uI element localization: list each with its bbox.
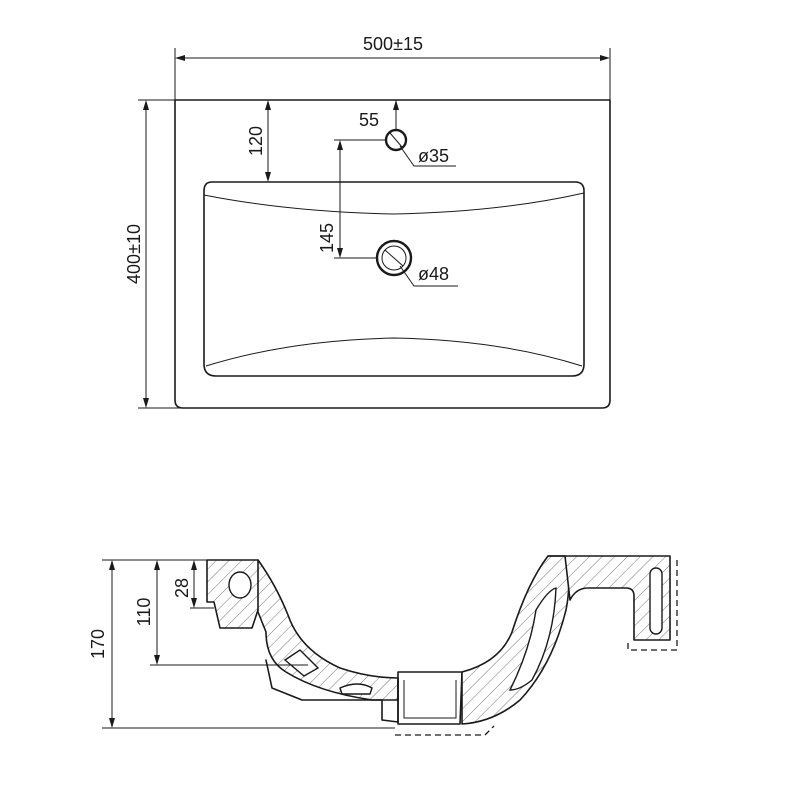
basin-outer-outline	[174, 99, 611, 409]
top-view: 500±15 400±10 120 55 ø35	[124, 34, 611, 409]
dim-d35-leader	[399, 145, 456, 167]
dim-110-line	[150, 560, 308, 666]
left-wall-section	[257, 559, 399, 701]
dim-d48-label: ø48	[418, 264, 449, 284]
right-wall-hollow	[508, 587, 557, 691]
dim-depth-label: 400±10	[124, 224, 144, 284]
dim-width-line	[174, 48, 611, 100]
dim-28-label: 28	[172, 578, 192, 598]
dim-120-line	[265, 100, 271, 182]
hidden-line-bottom	[395, 725, 495, 736]
drain-throat-inner	[403, 680, 457, 719]
tap-hole	[384, 128, 408, 152]
drain-throat	[397, 671, 463, 725]
dim-145-line	[334, 139, 386, 259]
dim-55-line	[393, 100, 399, 130]
bowl-lower-curve	[205, 337, 583, 367]
right-wall-section	[461, 555, 570, 725]
bowl-upper-curve	[203, 192, 585, 215]
dim-170-label: 170	[88, 629, 108, 659]
bowl-outline	[203, 181, 585, 377]
dim-120-label: 120	[246, 126, 266, 156]
dim-110-label: 110	[134, 598, 154, 627]
section-view: 170 110 28	[88, 555, 678, 736]
right-rim-slot	[649, 567, 663, 635]
dim-145-label: 145	[317, 223, 337, 253]
dim-width-label: 500±15	[363, 34, 423, 54]
hidden-line-right	[627, 560, 678, 651]
dim-55-label: 55	[359, 110, 379, 130]
dim-d48-leader	[399, 265, 458, 287]
dim-depth-line	[138, 99, 260, 409]
right-rim-section	[547, 555, 671, 641]
floor-slot-left	[339, 683, 373, 695]
drain-hole	[375, 239, 413, 277]
left-overflow-hole	[228, 571, 252, 599]
left-inner-channel	[283, 649, 320, 677]
dim-170-line	[102, 559, 395, 729]
dim-d35-label: ø35	[418, 146, 449, 166]
dim-28-line	[190, 560, 214, 609]
